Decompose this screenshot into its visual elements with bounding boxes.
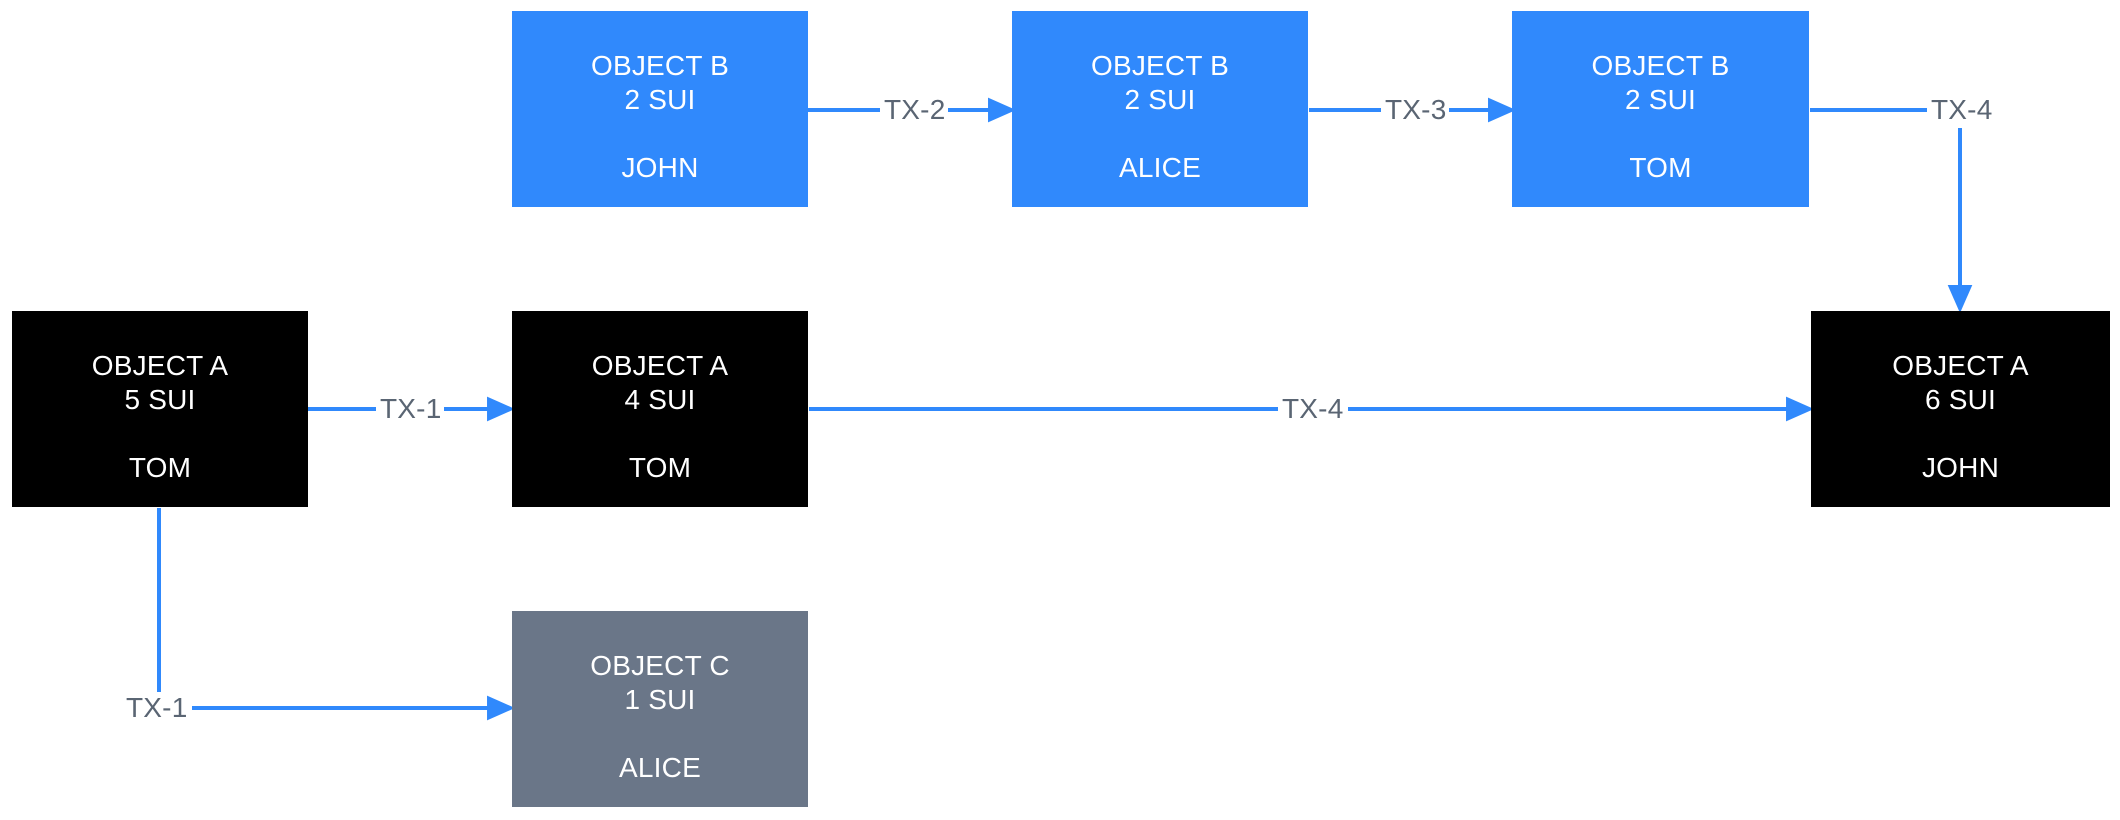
node-name: OBJECT C <box>590 650 730 681</box>
node-owner: JOHN <box>1921 452 2000 483</box>
node-name: OBJECT A <box>91 350 229 381</box>
node-owner: TOM <box>1629 152 1692 183</box>
node-object-a-tom-4sui[interactable]: OBJECT A 4 SUI TOM <box>512 311 808 507</box>
edge-label-tx-3: TX-3 <box>1385 94 1447 125</box>
node-amount: 2 SUI <box>1624 84 1697 115</box>
node-name: OBJECT A <box>1892 350 2029 381</box>
node-amount: 5 SUI <box>124 384 196 415</box>
node-name: OBJECT A <box>591 350 729 381</box>
node-owner: TOM <box>628 452 692 483</box>
node-object-c-alice[interactable]: OBJECT C 1 SUI ALICE <box>512 611 808 807</box>
node-amount: 2 SUI <box>624 84 696 115</box>
node-amount: 1 SUI <box>624 684 696 715</box>
edge-label-tx-1-lower: TX-1 <box>126 692 188 723</box>
node-amount: 6 SUI <box>1924 384 1997 415</box>
node-name: OBJECT B <box>590 50 729 81</box>
node-owner: TOM <box>128 452 192 483</box>
edge-label-tx-1: TX-1 <box>380 393 442 424</box>
node-owner: ALICE <box>619 752 701 783</box>
node-object-a-tom-5sui[interactable]: OBJECT A 5 SUI TOM <box>12 311 308 507</box>
node-name: OBJECT B <box>1090 50 1229 81</box>
node-object-b-john[interactable]: OBJECT B 2 SUI JOHN <box>512 11 808 207</box>
edge-label-tx-4-middle: TX-4 <box>1282 393 1344 424</box>
node-owner: ALICE <box>1119 152 1201 183</box>
node-amount: 4 SUI <box>624 384 696 415</box>
edge-label-tx-2: TX-2 <box>884 94 946 125</box>
node-object-b-tom[interactable]: OBJECT B 2 SUI TOM <box>1512 11 1809 207</box>
node-amount: 2 SUI <box>1124 84 1196 115</box>
node-owner: JOHN <box>621 152 699 183</box>
edge-label-tx-4-upper: TX-4 <box>1931 94 1993 125</box>
node-object-a-john-6sui[interactable]: OBJECT A 6 SUI JOHN <box>1811 311 2110 507</box>
node-object-b-alice[interactable]: OBJECT B 2 SUI ALICE <box>1012 11 1308 207</box>
node-name: OBJECT B <box>1591 50 1730 81</box>
